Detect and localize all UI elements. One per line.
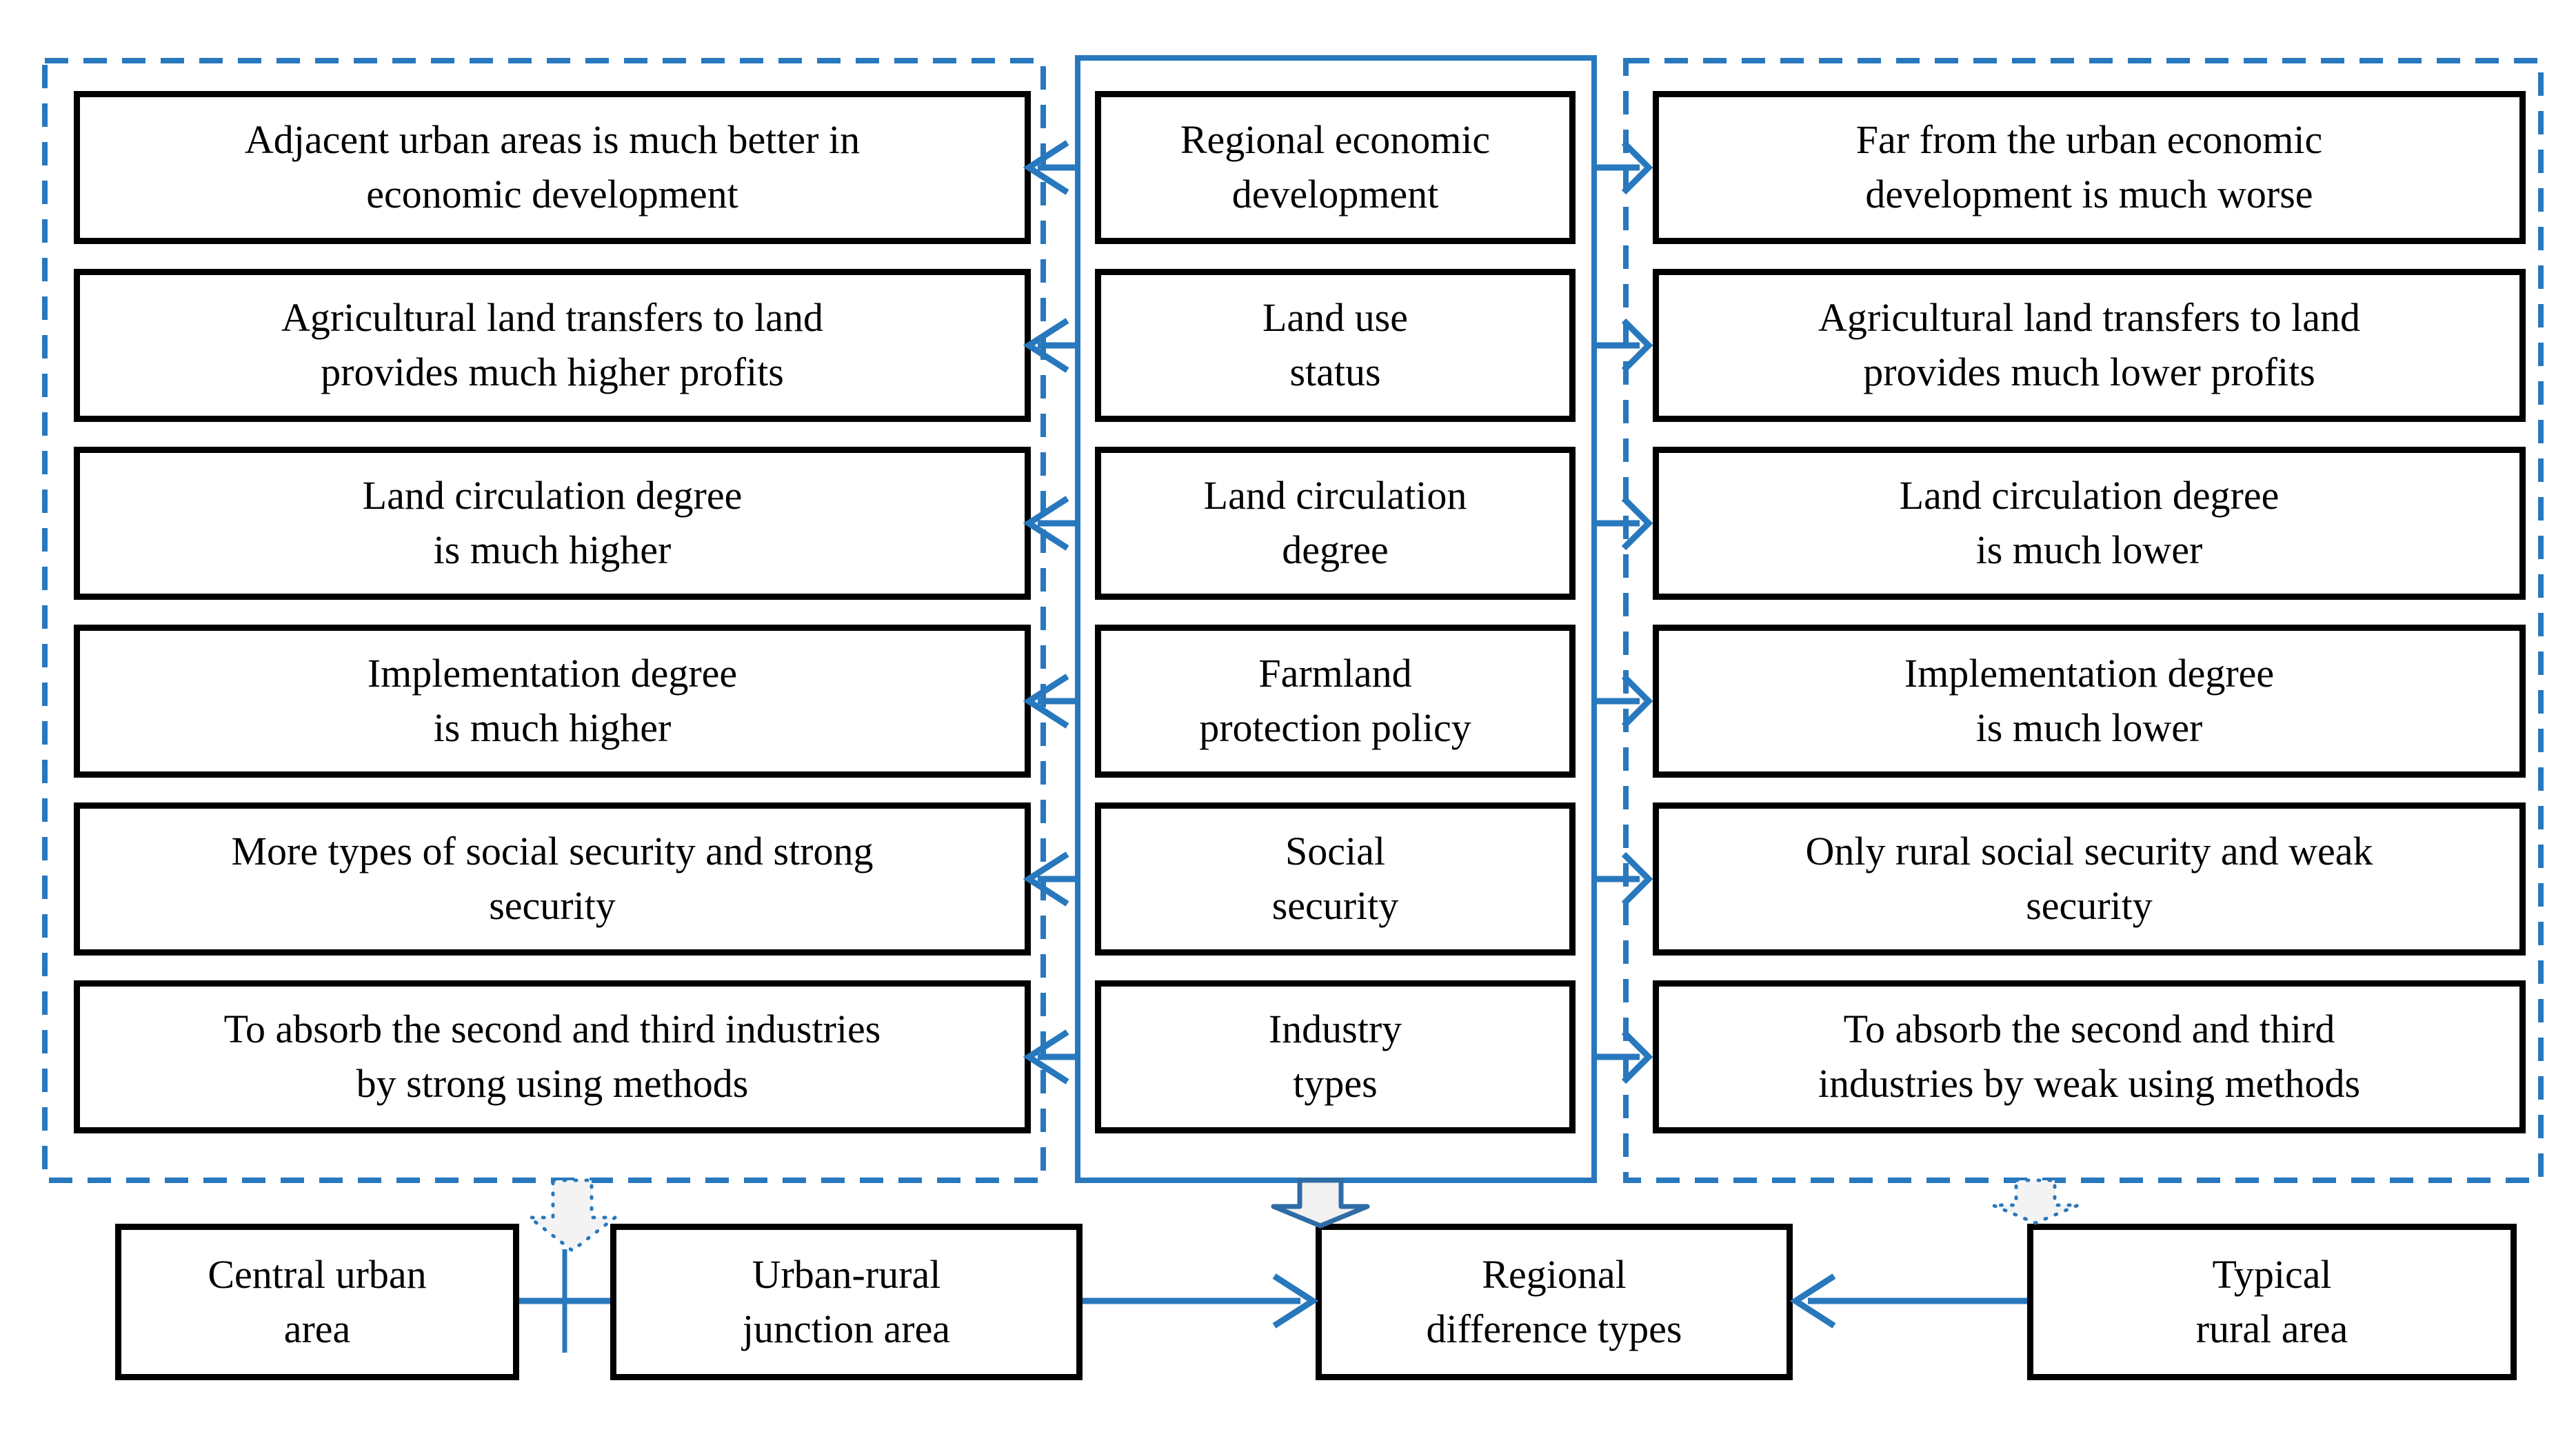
left-column-box-industry: To absorb the second and third industrie…	[74, 980, 1031, 1133]
arrow-right-icon	[1621, 496, 1653, 551]
left-column-box-economic: Adjacent urban areas is much better in e…	[74, 91, 1031, 244]
arrow-right-icon	[1621, 1029, 1653, 1084]
left-column-box-implementation: Implementation degree is much higher	[74, 625, 1031, 778]
arrow-left-icon	[1789, 1273, 1836, 1329]
factor-box-social-security: Social security	[1095, 802, 1576, 956]
arrow-left-icon	[1023, 140, 1069, 195]
dotted-down-arrow-icon	[1991, 1178, 2080, 1225]
right-column-box-industry: To absorb the second and third industrie…	[1653, 980, 2526, 1133]
arrow-right-icon	[1272, 1273, 1319, 1329]
right-column-box-economic: Far from the urban economic development …	[1653, 91, 2526, 244]
typical-rural-area-box: Typical rural area	[2027, 1224, 2517, 1380]
arrow-left-icon	[1023, 674, 1069, 729]
left-column-box-land-use: Agricultural land transfers to land prov…	[74, 269, 1031, 422]
right-column-box-circulation: Land circulation degree is much lower	[1653, 447, 2526, 600]
factor-box-farmland-policy: Farmland protection policy	[1095, 625, 1576, 778]
urban-rural-junction-area-box: Urban-rural junction area	[610, 1224, 1083, 1380]
right-column-box-social: Only rural social security and weak secu…	[1653, 802, 2526, 956]
left-column-box-circulation: Land circulation degree is much higher	[74, 447, 1031, 600]
arrow-left-icon	[1023, 496, 1069, 551]
arrow-left-icon	[1023, 1029, 1069, 1084]
right-arrows	[1594, 140, 1653, 1084]
left-column-box-social: More types of social security and strong…	[74, 802, 1031, 956]
regional-difference-types-box: Regional difference types	[1316, 1224, 1793, 1380]
down-arrow-icon	[1271, 1178, 1370, 1229]
factor-box-industry-types: Industry types	[1095, 980, 1576, 1133]
factor-box-land-use-status: Land use status	[1095, 269, 1576, 422]
arrow-right-icon	[1621, 140, 1653, 195]
left-arrows	[1023, 140, 1078, 1084]
right-column-box-land-use: Agricultural land transfers to land prov…	[1653, 269, 2526, 422]
factor-box-land-circulation: Land circulation degree	[1095, 447, 1576, 600]
arrow-right-icon	[1621, 674, 1653, 729]
arrow-right-icon	[1621, 318, 1653, 373]
factor-box-regional-economic: Regional economic development	[1095, 91, 1576, 244]
arrow-left-icon	[1023, 851, 1069, 907]
right-column-box-implementation: Implementation degree is much lower	[1653, 625, 2526, 778]
dotted-down-arrow-icon	[527, 1178, 617, 1253]
arrow-left-icon	[1023, 318, 1069, 373]
arrow-right-icon	[1621, 851, 1653, 907]
central-urban-area-box: Central urban area	[115, 1224, 519, 1380]
